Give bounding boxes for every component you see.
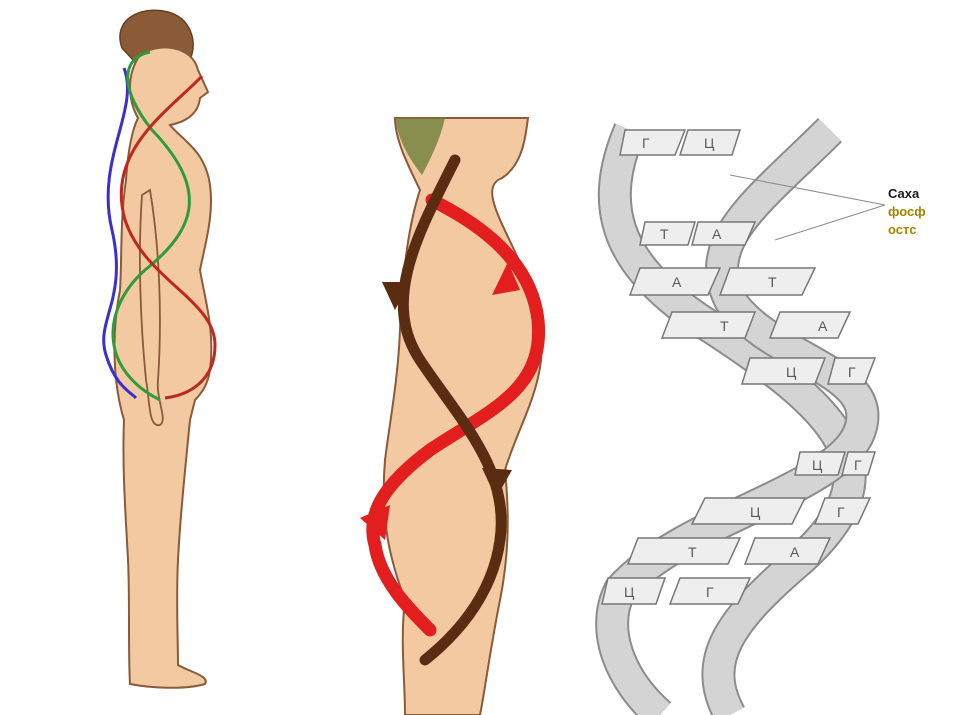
- dna-helix-illustration: Г Ц Т А А Т Т А Ц Г: [580, 0, 980, 715]
- base-label: Т: [660, 226, 669, 242]
- base-label: Г: [706, 584, 714, 600]
- base-label: Г: [837, 504, 845, 520]
- base-pair-rung: Т А: [640, 222, 755, 245]
- base-label: Г: [848, 364, 856, 380]
- base-label: А: [790, 544, 800, 560]
- base-pair-rung: Ц Г: [742, 358, 875, 384]
- base-label: Ц: [750, 504, 761, 520]
- base-pair-rung: Т А: [628, 538, 830, 564]
- caption-line-2: фосф: [888, 204, 926, 219]
- base-label: Ц: [624, 584, 635, 600]
- base-label: Т: [688, 544, 697, 560]
- base-label: Т: [768, 274, 777, 290]
- caption-line-3: остс: [888, 222, 916, 237]
- base-label: А: [672, 274, 682, 290]
- base-label: Г: [854, 457, 862, 473]
- base-label: Ц: [704, 135, 715, 151]
- dna-helix-panel: Г Ц Т А А Т Т А Ц Г: [580, 0, 980, 715]
- left-figure-panel: [0, 0, 280, 715]
- middle-figure-panel: [270, 0, 580, 715]
- left-figure-illustration: [0, 0, 280, 715]
- base-label: Г: [642, 135, 650, 151]
- base-pair-rung: Ц Г: [795, 452, 875, 475]
- middle-figure-illustration: [270, 0, 580, 715]
- base-label: Т: [720, 318, 729, 334]
- base-label: А: [818, 318, 828, 334]
- caption-line-1: Саха: [888, 186, 920, 201]
- base-label: А: [712, 226, 722, 242]
- base-pair-rung: Ц Г: [692, 498, 870, 524]
- base-label: Ц: [786, 364, 797, 380]
- base-label: Ц: [812, 457, 823, 473]
